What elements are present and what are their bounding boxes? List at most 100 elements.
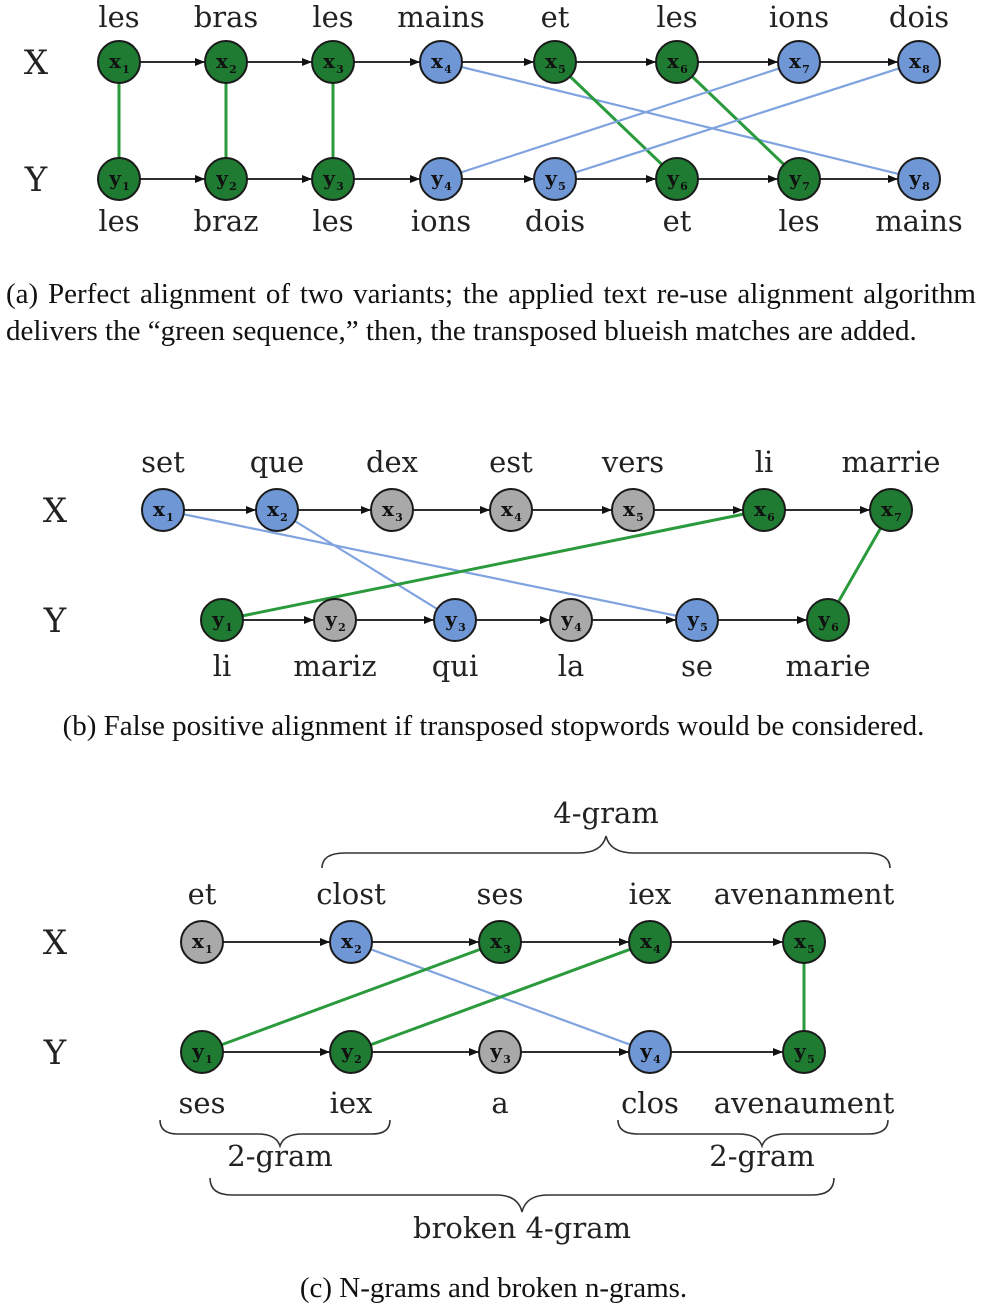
node-subscript-x1: 1 (122, 63, 130, 76)
node-label-y2: y (340, 1039, 354, 1063)
node-x2 (255, 488, 299, 532)
node-subscript-x5: 5 (558, 63, 566, 76)
row-label-y: Y (43, 601, 67, 641)
word-x7: marrie (842, 445, 941, 479)
node-subscript-y1: 1 (225, 621, 233, 634)
node-x6 (655, 40, 699, 84)
node-label-y7: y (788, 166, 802, 190)
node-y4 (628, 1030, 672, 1074)
node-y5 (782, 1030, 826, 1074)
word-x1: set (141, 445, 185, 479)
word-y3: a (491, 1086, 508, 1120)
node-y2 (329, 1030, 373, 1074)
word-x2: que (250, 445, 304, 479)
node-subscript-y4: 4 (574, 621, 582, 634)
word-x6: li (755, 445, 774, 479)
node-label-x1: x (192, 929, 205, 953)
node-label-y5: y (793, 1039, 807, 1063)
node-subscript-x4: 4 (653, 943, 661, 956)
brace-bottom-broken-4gram (209, 1177, 835, 1213)
node-subscript-y2: 2 (338, 621, 346, 634)
node-label-x3: x (382, 497, 395, 521)
row-label-x: X (24, 43, 49, 83)
node-subscript-y5: 5 (700, 621, 708, 634)
word-x3: les (312, 0, 353, 34)
alignment-edge-green (553, 60, 679, 181)
node-subscript-y1: 1 (122, 180, 130, 193)
node-label-x1: x (109, 49, 122, 73)
node-subscript-y3: 3 (458, 621, 466, 634)
word-y2: mariz (293, 649, 376, 683)
node-label-x3: x (323, 49, 336, 73)
word-y6: marie (785, 649, 870, 683)
node-x8 (897, 40, 941, 84)
node-subscript-y6: 6 (680, 180, 688, 193)
word-y8: mains (875, 204, 963, 238)
node-subscript-y2: 2 (229, 180, 237, 193)
word-x1: et (188, 877, 217, 911)
node-subscript-y5: 5 (558, 180, 566, 193)
alignment-edge-blue (554, 60, 920, 181)
word-y1: les (98, 204, 139, 238)
node-subscript-y6: 6 (831, 621, 839, 634)
node-y6 (806, 598, 850, 642)
node-x7 (777, 40, 821, 84)
node-subscript-x6: 6 (767, 511, 775, 524)
word-x4: mains (397, 0, 485, 34)
node-x4 (628, 920, 672, 964)
node-subscript-y4: 4 (653, 1053, 661, 1066)
node-label-x4: x (431, 49, 444, 73)
node-subscript-x2: 2 (354, 943, 362, 956)
node-subscript-y8: 8 (922, 180, 930, 193)
word-y5: avenaument (714, 1086, 895, 1120)
node-y8 (897, 157, 941, 201)
word-x3: ses (477, 877, 524, 911)
node-subscript-x6: 6 (680, 63, 688, 76)
node-subscript-y3: 3 (503, 1053, 511, 1066)
node-y2 (204, 157, 248, 201)
alignment-edge-blue (162, 508, 698, 622)
word-x5: et (541, 0, 570, 34)
alignment-edge-blue (440, 60, 800, 181)
node-x5 (611, 488, 655, 532)
node-label-y2: y (215, 166, 229, 190)
row-label-x: X (43, 923, 68, 963)
node-label-x6: x (754, 497, 767, 521)
word-x8: dois (889, 0, 949, 34)
word-y6: et (663, 204, 692, 238)
node-subscript-x4: 4 (514, 511, 522, 524)
node-y5 (675, 598, 719, 642)
node-y1 (97, 157, 141, 201)
node-y4 (549, 598, 593, 642)
brace-bottom-left-2gram (159, 1119, 391, 1149)
node-x1 (97, 40, 141, 84)
word-x4: iex (629, 877, 672, 911)
word-y1: li (213, 649, 232, 683)
node-y3 (433, 598, 477, 642)
node-subscript-x5: 5 (636, 511, 644, 524)
word-x4: est (489, 445, 533, 479)
brace-top-4gram (321, 835, 891, 869)
node-y2 (313, 598, 357, 642)
node-label-y5: y (686, 607, 700, 631)
node-label-x8: x (909, 49, 922, 73)
node-y5 (533, 157, 577, 201)
node-subscript-x1: 1 (166, 511, 174, 524)
node-x3 (370, 488, 414, 532)
node-y1 (200, 598, 244, 642)
word-x2: bras (194, 0, 259, 34)
node-subscript-y7: 7 (802, 180, 810, 193)
caption-panel-b: (b) False positive alignment if transpos… (62, 710, 925, 742)
alignment-edge-blue (440, 60, 920, 181)
node-label-x7: x (881, 497, 894, 521)
brace-label-right-2gram: 2-gram (709, 1139, 814, 1173)
node-y4 (419, 157, 463, 201)
node-x2 (329, 920, 373, 964)
brace-label-left-2gram: 2-gram (227, 1139, 332, 1173)
node-subscript-x3: 3 (395, 511, 403, 524)
node-subscript-x7: 7 (802, 63, 810, 76)
row-label-x: X (43, 491, 68, 531)
node-label-y6: y (666, 166, 680, 190)
